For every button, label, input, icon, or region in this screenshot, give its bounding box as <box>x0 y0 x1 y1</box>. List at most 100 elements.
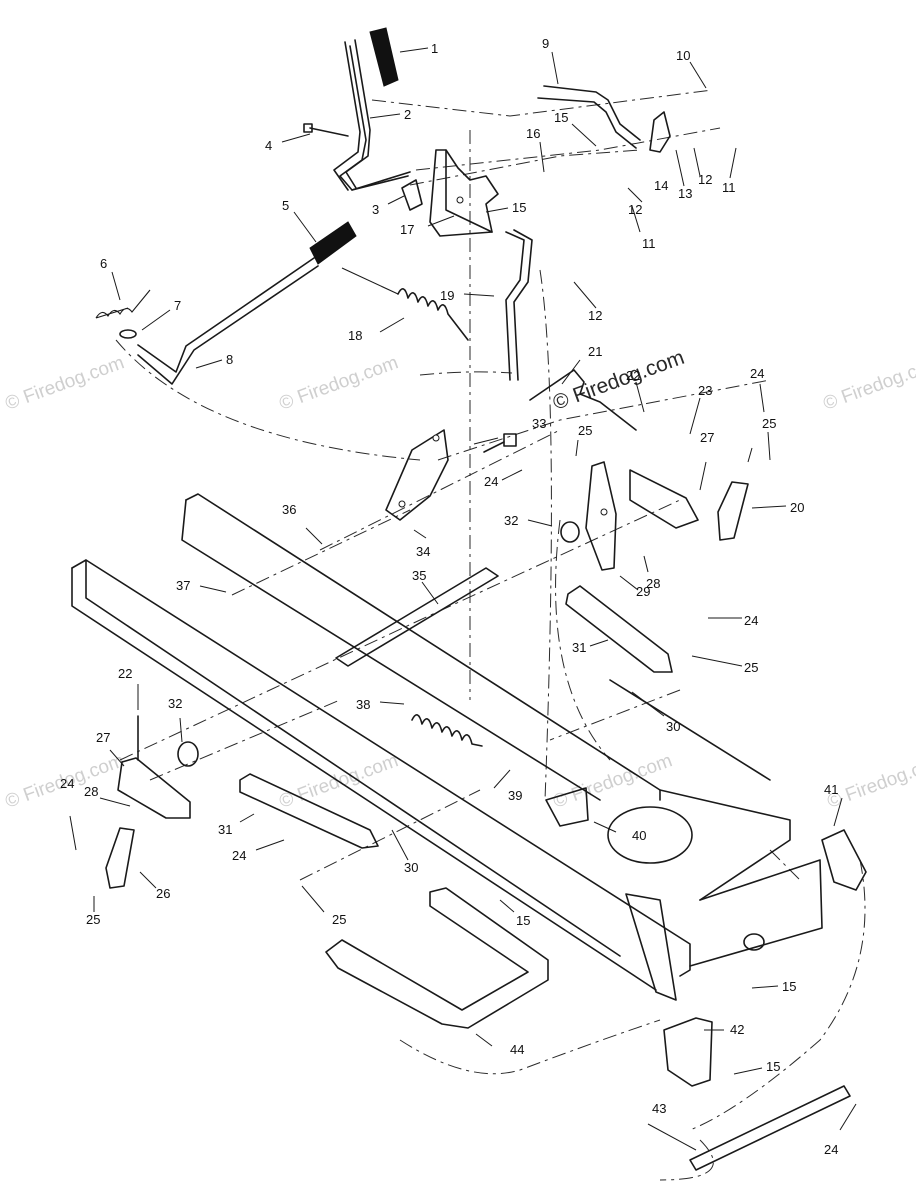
callout-15: 15 <box>516 913 530 928</box>
control-bracket <box>429 149 499 237</box>
callout-28: 28 <box>646 576 660 591</box>
callout-24: 24 <box>744 613 758 628</box>
callout-11: 11 <box>722 180 736 195</box>
callout-43: 43 <box>652 1101 666 1116</box>
callout-1: 1 <box>431 41 438 56</box>
callout-8: 8 <box>226 352 233 367</box>
pivot-bracket-34 <box>385 429 449 521</box>
brake-bracket-27-lower <box>117 757 191 819</box>
callout-22: 22 <box>626 368 640 383</box>
main-frame <box>71 493 823 1001</box>
bracket-41 <box>821 829 867 891</box>
callout-19: 19 <box>440 288 454 303</box>
callout-6: 6 <box>100 256 107 271</box>
link-plate <box>649 111 671 153</box>
flat-washer <box>119 329 137 339</box>
watermark: © Firedog.com <box>3 352 128 414</box>
callout-42: 42 <box>730 1022 744 1037</box>
watermarks: © Firedog.com © Firedog.com © Firedog.co… <box>3 346 916 813</box>
callout-26: 26 <box>156 886 170 901</box>
callout-11: 11 <box>642 236 656 251</box>
callout-40: 40 <box>632 828 646 843</box>
watermark: © Firedog.com <box>277 352 402 414</box>
callout-44: 44 <box>510 1042 524 1057</box>
callout-33: 33 <box>532 416 546 431</box>
callout-30: 30 <box>666 719 680 734</box>
extension-spring-38 <box>411 714 483 747</box>
callout-15: 15 <box>512 200 526 215</box>
callout-20: 20 <box>790 500 804 515</box>
lever-grip <box>369 27 399 87</box>
hitch-44 <box>325 887 549 1029</box>
callout-37: 37 <box>176 578 190 593</box>
brake-bracket-27-upper <box>629 469 699 529</box>
callout-31: 31 <box>572 640 586 655</box>
callout-39: 39 <box>508 788 522 803</box>
callout-5: 5 <box>282 198 289 213</box>
callout-2: 2 <box>404 107 411 122</box>
callout-24: 24 <box>824 1142 838 1157</box>
callout-17: 17 <box>400 222 414 237</box>
callout-18: 18 <box>348 328 362 343</box>
callout-14: 14 <box>654 178 668 193</box>
brake-arm-29 <box>585 461 617 571</box>
callout-7: 7 <box>174 298 181 313</box>
callout-27: 27 <box>700 430 714 445</box>
pivot-bearing-32 <box>560 521 580 543</box>
callout-21: 21 <box>588 344 602 359</box>
callout-25: 25 <box>744 660 758 675</box>
callout-15: 15 <box>554 110 568 125</box>
callout-31: 31 <box>218 822 232 837</box>
extension-spring-18 <box>341 267 469 341</box>
brake-link-31-upper <box>565 585 673 673</box>
bracket-40 <box>545 787 589 827</box>
callout-24: 24 <box>750 366 764 381</box>
callout-22: 22 <box>118 666 132 681</box>
callout-9: 9 <box>542 36 549 51</box>
callout-27: 27 <box>96 730 110 745</box>
assembly-lines <box>115 89 866 1181</box>
callout-12: 12 <box>698 172 712 187</box>
callout-24: 24 <box>232 848 246 863</box>
pivot-plate <box>401 179 423 211</box>
callout-12: 12 <box>628 202 642 217</box>
callout-41: 41 <box>824 782 838 797</box>
pedal-rod <box>537 85 641 149</box>
callout-25: 25 <box>332 912 346 927</box>
callout-23: 23 <box>698 383 712 398</box>
callout-29: 29 <box>636 584 650 599</box>
callout-13: 13 <box>678 186 692 201</box>
callout-3: 3 <box>372 202 379 217</box>
shift-lever <box>137 221 357 385</box>
callout-32: 32 <box>168 696 182 711</box>
rod-43 <box>689 1085 851 1171</box>
callout-30: 30 <box>404 860 418 875</box>
callout-24: 24 <box>484 474 498 489</box>
callout-4: 4 <box>265 138 272 153</box>
brake-pad-26 <box>105 827 135 889</box>
bracket-42 <box>663 1017 713 1087</box>
callout-16: 16 <box>526 126 540 141</box>
callout-12: 12 <box>588 308 602 323</box>
brake-pad-20 <box>717 481 749 541</box>
callout-15: 15 <box>782 979 796 994</box>
leader-lines <box>69 47 857 1151</box>
callout-25: 25 <box>86 912 100 927</box>
callout-34: 34 <box>416 544 430 559</box>
callout-24: 24 <box>60 776 74 791</box>
clevis-pin <box>303 123 349 137</box>
bolt-33 <box>483 433 517 453</box>
bearing-32-lower <box>177 741 199 767</box>
brake-link-31-lower <box>239 773 379 849</box>
callout-32: 32 <box>504 513 518 528</box>
torsion-spring <box>95 289 151 319</box>
watermark: © Firedog.com <box>821 352 916 414</box>
callout-38: 38 <box>356 697 370 712</box>
callout-15: 15 <box>766 1059 780 1074</box>
callout-10: 10 <box>676 48 690 63</box>
callout-35: 35 <box>412 568 426 583</box>
callout-28: 28 <box>84 784 98 799</box>
watermark-center: © Firedog.com <box>550 346 688 415</box>
rear-axle-35 <box>335 567 499 667</box>
